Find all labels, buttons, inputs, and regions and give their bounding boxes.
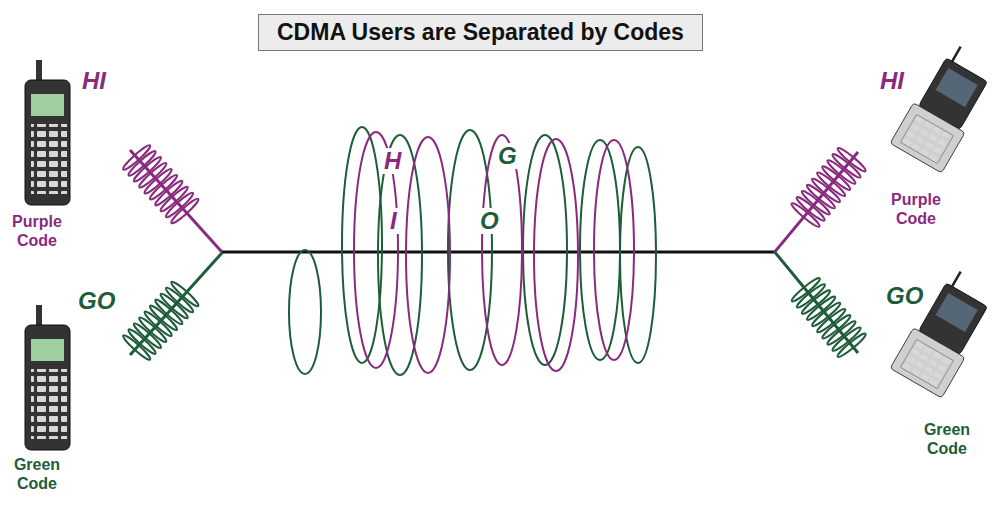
phone-icon [25,305,70,450]
code-label: Purple Code [880,190,952,228]
signal-letter: G [496,143,519,169]
code-label: Green Code [4,455,70,493]
purple-signal [760,140,872,264]
spoken-word: GO [884,283,925,309]
purple-signal [117,138,235,264]
green-signal [117,240,236,367]
diagram-title: CDMA Users are Separated by Codes [258,14,703,51]
signal-letter: O [478,208,501,234]
signal-letter: H [382,148,403,174]
signal-letter: I [388,208,399,234]
spoken-word: HI [878,68,906,94]
spoken-word: HI [80,68,108,94]
code-label: Green Code [914,420,980,458]
phone-icon [25,60,70,205]
green-signal [761,240,872,364]
code-label: Purple Code [4,212,70,250]
phone-icon [890,40,1001,173]
green-spread-signal [289,127,656,375]
purple-spread-signal [354,132,634,373]
spoken-word: GO [76,288,117,314]
